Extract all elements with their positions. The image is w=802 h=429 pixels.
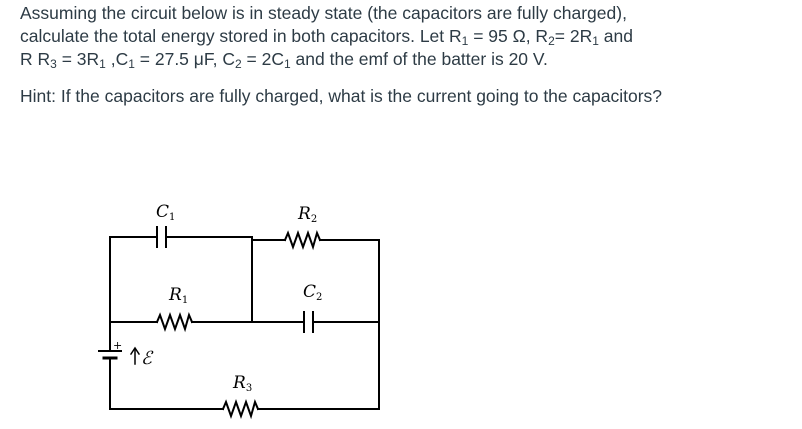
question-line-1: Assuming the circuit below is in steady … xyxy=(20,3,627,23)
r2-resistor xyxy=(283,230,322,251)
question-text: Assuming the circuit below is in steady … xyxy=(20,2,795,108)
r1-resistor xyxy=(155,312,194,333)
r3-resistor xyxy=(221,399,260,420)
question-line-2: calculate the total energy stored in bot… xyxy=(20,26,633,48)
c2-label: C2 xyxy=(303,282,322,303)
r2-label: R2 xyxy=(297,204,317,225)
c1-label: C1 xyxy=(156,202,175,223)
r3-label: R3 xyxy=(232,373,252,394)
wire-top-left xyxy=(109,236,158,243)
question-line-3: R R3 = 3R1 ,C1 = 27.5 μF, C2 = 2C1 and t… xyxy=(20,49,548,71)
hint-text: Hint: If the capacitors are fully charge… xyxy=(20,86,663,106)
r1-label: R1 xyxy=(168,285,188,306)
battery-plus-sign: + xyxy=(113,339,122,352)
circuit-diagram: C1 R2 R1 C2 R3 + ℰ xyxy=(98,202,380,420)
emf-symbol: ℰ xyxy=(141,348,154,369)
emf-arrow-head xyxy=(129,346,141,356)
